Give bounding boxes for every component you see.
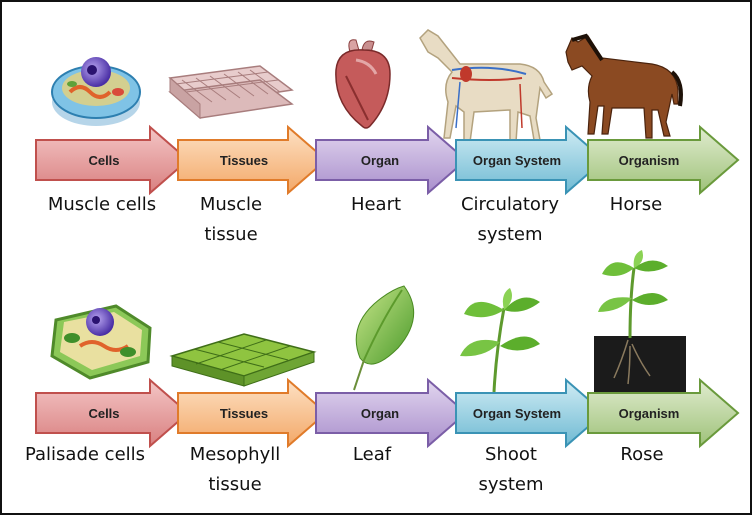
caption-leaf: Leaf — [302, 440, 442, 470]
shoot-icon — [460, 288, 540, 392]
rose-plant-icon — [594, 250, 686, 392]
arrow-label-cells: Cells — [88, 406, 119, 421]
arrow-label-tissues: Tissues — [220, 406, 268, 421]
arrow-label-organ-system: Organ System — [473, 406, 561, 421]
caption-muscle-cells: Muscle cells — [32, 190, 172, 220]
arrow-label-tissues: Tissues — [220, 153, 268, 168]
arrow-label-organ-system: Organ System — [473, 153, 561, 168]
caption-heart: Heart — [306, 190, 446, 220]
horse-icon — [566, 36, 681, 138]
arrow-label-organism: Organism — [619, 406, 680, 421]
arrow-label-organ: Organ — [361, 406, 399, 421]
caption-horse: Horse — [566, 190, 706, 220]
caption-circulatory-system: Circulatory system — [440, 190, 580, 250]
mesophyll-tissue-icon — [172, 334, 314, 386]
caption-mesophyll-tissue: Mesophyll tissue — [170, 440, 300, 500]
caption-muscle-tissue: Muscle tissue — [176, 190, 286, 250]
heart-icon — [336, 40, 390, 128]
leaf-icon — [354, 286, 414, 390]
arrow-label-cells: Cells — [88, 153, 119, 168]
caption-palisade-cells: Palisade cells — [20, 440, 150, 470]
arrow-label-organ: Organ — [361, 153, 399, 168]
caption-shoot-system: Shoot system — [461, 440, 561, 500]
caption-rose: Rose — [572, 440, 712, 470]
arrow-label-organism: Organism — [619, 153, 680, 168]
animal-cell-icon — [52, 57, 140, 126]
row1-arrows: Cells Tissues Organ Organ System Organis… — [36, 127, 738, 193]
plant-cell-icon — [52, 306, 150, 378]
muscle-tissue-icon — [170, 66, 292, 118]
horse-circulatory-icon — [420, 30, 552, 142]
